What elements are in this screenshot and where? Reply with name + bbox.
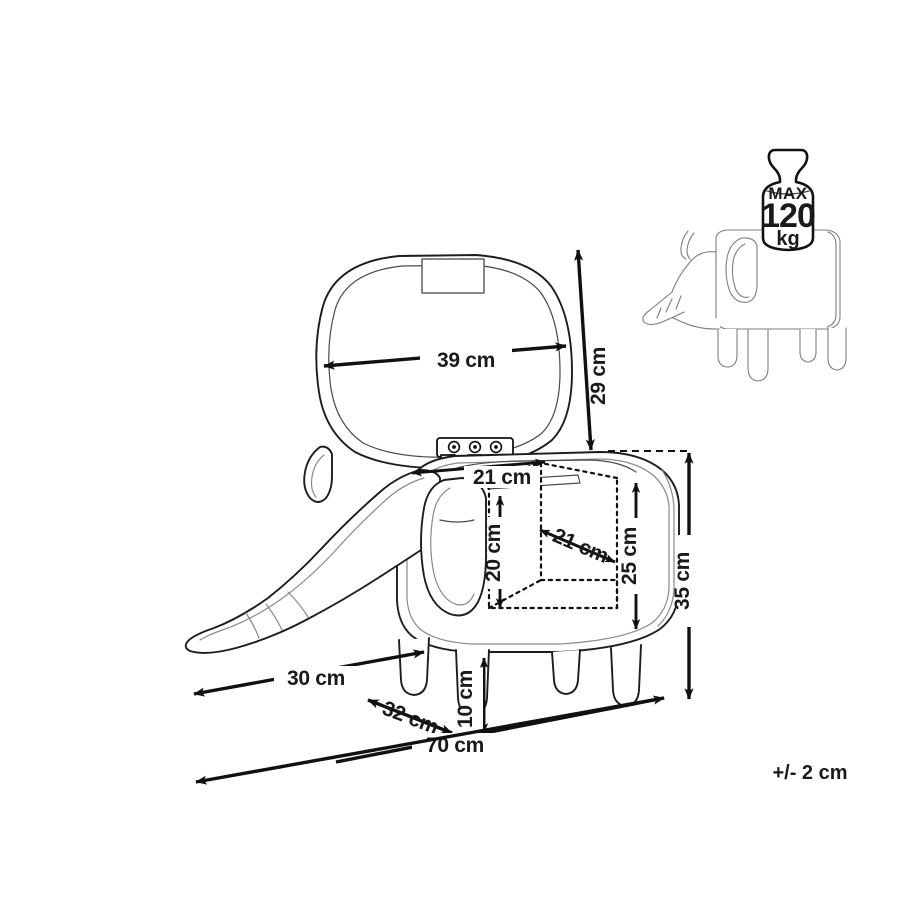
max-weight-unit: kg bbox=[776, 228, 799, 250]
dimension-inner-width: 21 cm bbox=[411, 458, 546, 489]
dimension-label-leg-height: 10 cm bbox=[454, 670, 477, 728]
dimension-total-height: 35 cm bbox=[671, 452, 702, 700]
dimension-body-depth: 32 cm bbox=[367, 697, 453, 739]
dimension-lid-width: 39 cm bbox=[323, 342, 567, 372]
lid-label-patch bbox=[421, 258, 485, 294]
dimension-label-total-height: 35 cm bbox=[671, 552, 694, 610]
dimension-label-inner-width: 21 cm bbox=[473, 466, 531, 489]
elephant-head-trunk bbox=[184, 445, 487, 654]
dimension-label-body-depth: 32 cm bbox=[379, 697, 441, 739]
dimension-lid-height: 29 cm bbox=[574, 249, 618, 451]
max-weight-badge: MAX 120 kg bbox=[761, 148, 816, 252]
tolerance-note: +/- 2 cm bbox=[772, 762, 847, 784]
dimension-inner-height: 20 cm bbox=[482, 495, 512, 609]
dimension-body-height: 25 cm bbox=[618, 482, 648, 630]
max-weight-value: 120 bbox=[761, 197, 815, 235]
dimension-total-length-arrow bbox=[195, 696, 665, 785]
max-label: MAX bbox=[768, 184, 807, 203]
dimension-label-lid-width: 39 cm bbox=[437, 349, 495, 372]
dimension-label-trunk-length: 30 cm bbox=[287, 667, 345, 690]
dimension-leg-height: 10 cm bbox=[454, 657, 489, 734]
dimension-label-body-height: 25 cm bbox=[618, 527, 641, 585]
dimension-label-lid-height: 29 cm bbox=[587, 347, 610, 405]
elephant-stool-thumbnail bbox=[642, 229, 847, 382]
dimension-label-inner-height: 20 cm bbox=[482, 524, 505, 582]
dimension-trunk-length: 30 cm bbox=[193, 649, 425, 697]
